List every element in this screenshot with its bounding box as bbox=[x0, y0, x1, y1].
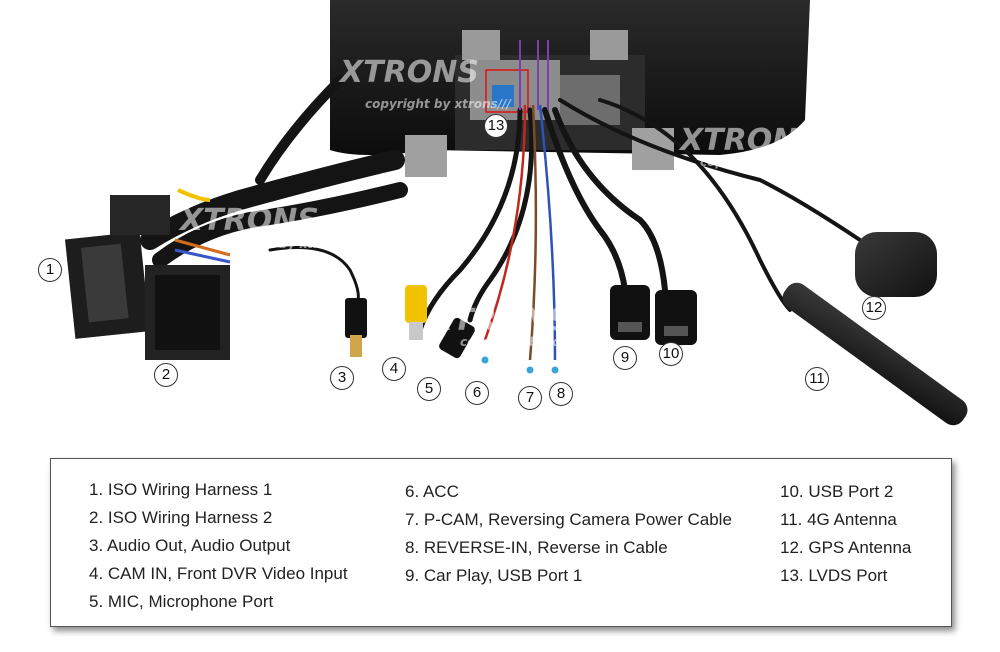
svg-text:copyright by xtrons///: copyright by xtrons/// bbox=[210, 237, 358, 251]
svg-text:XTRONS: XTRONS bbox=[678, 123, 819, 158]
audio-out-connector bbox=[345, 298, 367, 357]
legend-item-12: 12. GPS Antenna bbox=[780, 538, 912, 557]
reverse-wire bbox=[538, 104, 557, 361]
legend-item-4: 4. CAM IN, Front DVR Video Input bbox=[89, 564, 348, 583]
mic-connector bbox=[439, 317, 475, 359]
callout-1: 1 bbox=[38, 258, 62, 282]
legend-item-8: 8. REVERSE-IN, Reverse in Cable bbox=[405, 538, 668, 557]
legend-item-2: 2. ISO Wiring Harness 2 bbox=[89, 508, 273, 527]
svg-text:copyright by xtrons///: copyright by xtrons/// bbox=[460, 335, 608, 349]
svg-text:copyright by xtrons///: copyright by xtrons/// bbox=[365, 97, 513, 111]
legend-column-2: 6. ACC 7. P-CAM, Reversing Camera Power … bbox=[405, 481, 732, 593]
callout-9: 9 bbox=[613, 346, 637, 370]
gps-antenna bbox=[855, 232, 937, 297]
svg-text:XTRONS: XTRONS bbox=[428, 303, 569, 338]
callout-8: 8 bbox=[549, 382, 573, 406]
legend-item-7: 7. P-CAM, Reversing Camera Power Cable bbox=[405, 510, 732, 529]
acc-wire bbox=[483, 104, 527, 341]
cam-in-rca-connector bbox=[405, 285, 427, 340]
iso-harness-connectors bbox=[64, 188, 231, 360]
legend-item-10: 10. USB Port 2 bbox=[780, 482, 894, 501]
legend-item-13: 13. LVDS Port bbox=[780, 566, 888, 585]
legend-column-3: 10. USB Port 2 11. 4G Antenna 12. GPS An… bbox=[780, 481, 911, 593]
legend-item-11: 11. 4G Antenna bbox=[780, 510, 897, 529]
callout-12: 12 bbox=[862, 296, 886, 320]
pcam-wire bbox=[528, 104, 538, 361]
legend-item-6: 6. ACC bbox=[405, 482, 459, 501]
callout-6: 6 bbox=[465, 381, 489, 405]
watermark: XTRONS XTRONS XTRONS XTRONS copyright by… bbox=[178, 55, 848, 349]
callout-11: 11 bbox=[805, 367, 829, 391]
callout-2: 2 bbox=[154, 363, 178, 387]
acc-tip bbox=[481, 356, 489, 364]
callout-4: 4 bbox=[382, 357, 406, 381]
callout-7: 7 bbox=[518, 386, 542, 410]
legend-item-3: 3. Audio Out, Audio Output bbox=[89, 536, 291, 555]
svg-text:XTRONS: XTRONS bbox=[338, 55, 479, 90]
svg-text:XTRONS: XTRONS bbox=[178, 203, 319, 238]
head-unit bbox=[330, 0, 810, 177]
legend-item-1: 1. ISO Wiring Harness 1 bbox=[89, 480, 273, 499]
lvds-highlight-box bbox=[485, 69, 529, 113]
svg-text:copyright by xtrons///: copyright by xtrons/// bbox=[700, 155, 848, 169]
pcam-tip bbox=[526, 366, 534, 374]
callout-5: 5 bbox=[417, 377, 441, 401]
callout-10: 10 bbox=[659, 342, 683, 366]
legend-item-5: 5. MIC, Microphone Port bbox=[89, 592, 274, 611]
harness-photo: XTRONS XTRONS XTRONS XTRONS copyright by… bbox=[64, 0, 968, 426]
4g-antenna bbox=[782, 282, 968, 426]
usb-port-2 bbox=[655, 290, 697, 345]
legend-item-9: 9. Car Play, USB Port 1 bbox=[405, 566, 583, 585]
reverse-tip bbox=[551, 366, 559, 374]
callout-3: 3 bbox=[330, 366, 354, 390]
lvds-port bbox=[492, 85, 514, 107]
loom-wires bbox=[519, 40, 549, 110]
callout-13: 13 bbox=[484, 114, 508, 138]
legend-box: 1. ISO Wiring Harness 1 2. ISO Wiring Ha… bbox=[50, 458, 952, 627]
usb-port-1 bbox=[610, 285, 650, 340]
legend-column-1: 1. ISO Wiring Harness 1 2. ISO Wiring Ha… bbox=[89, 479, 348, 619]
